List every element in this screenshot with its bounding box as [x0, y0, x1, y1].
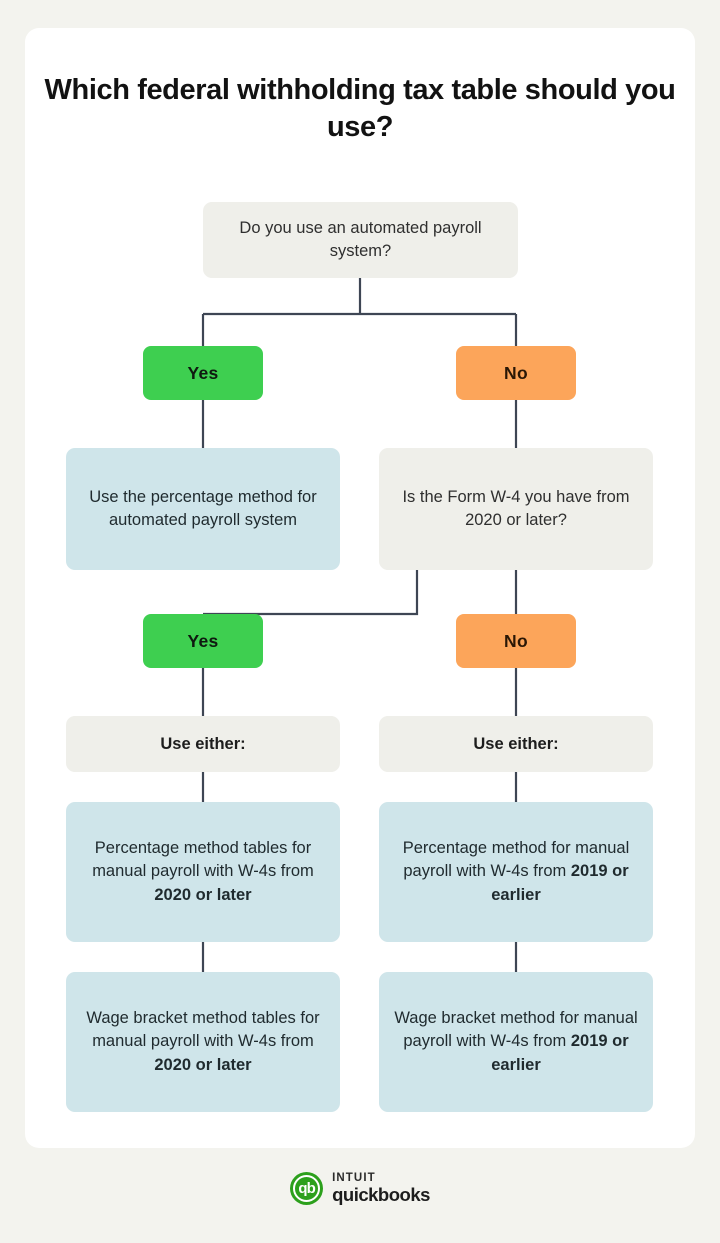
logo-monogram: qb [298, 1180, 315, 1197]
option-left-percentage-method: Percentage method tables for manual payr… [66, 802, 340, 942]
branch-no-automated[interactable]: No [456, 346, 576, 400]
brand-intuit: INTUIT [332, 1171, 376, 1184]
infographic-card: Which federal withholding tax table shou… [25, 28, 695, 1148]
option-left-percentage-text: Percentage method tables for manual payr… [80, 837, 326, 907]
option-left-percentage-regular: Percentage method tables for manual payr… [92, 838, 314, 881]
branch-no-w4-2019-or-earlier[interactable]: No [456, 614, 576, 668]
option-left-wage-bracket-method: Wage bracket method tables for manual pa… [66, 972, 340, 1112]
option-right-wage-regular: Wage bracket method for manual payroll w… [394, 1008, 638, 1051]
question-w4-year: Is the Form W-4 you have from 2020 or la… [379, 448, 653, 570]
brand-wordmark: INTUIT quickbooks [332, 1171, 430, 1205]
option-right-percentage-text: Percentage method for manual payroll wit… [393, 837, 639, 907]
use-either-header-right: Use either: [379, 716, 653, 772]
question-automated-payroll: Do you use an automated payroll system? [203, 202, 518, 278]
branch-yes-automated[interactable]: Yes [143, 346, 263, 400]
page-title: Which federal withholding tax table shou… [44, 74, 676, 144]
flowchart: Do you use an automated payroll system? … [25, 28, 695, 1148]
branch-yes-w4-2020-or-later[interactable]: Yes [143, 614, 263, 668]
option-right-percentage-method: Percentage method for manual payroll wit… [379, 802, 653, 942]
option-right-wage-bracket-method: Wage bracket method for manual payroll w… [379, 972, 653, 1112]
brand-footer: qb INTUIT quickbooks [0, 1172, 720, 1205]
option-left-percentage-bold: 2020 or later [154, 885, 252, 904]
brand-quickbooks: quickbooks [332, 1184, 430, 1205]
logo-ring [293, 1175, 321, 1202]
option-right-percentage-bold: 2019 or earlier [491, 862, 629, 904]
option-left-wage-regular: Wage bracket method tables for manual pa… [86, 1008, 320, 1051]
option-right-percentage-regular: Percentage method for manual payroll wit… [402, 838, 630, 881]
option-right-wage-bold: 2019 or earlier [491, 1032, 629, 1074]
option-left-wage-bold: 2020 or later [154, 1055, 252, 1074]
quickbooks-logo-icon: qb [290, 1172, 324, 1205]
option-right-wage-text: Wage bracket method for manual payroll w… [393, 1007, 639, 1077]
use-either-header-left: Use either: [66, 716, 340, 772]
option-left-wage-text: Wage bracket method tables for manual pa… [80, 1007, 326, 1077]
result-automated-percentage-method: Use the percentage method for automated … [66, 448, 340, 570]
connector-lines [201, 278, 518, 972]
